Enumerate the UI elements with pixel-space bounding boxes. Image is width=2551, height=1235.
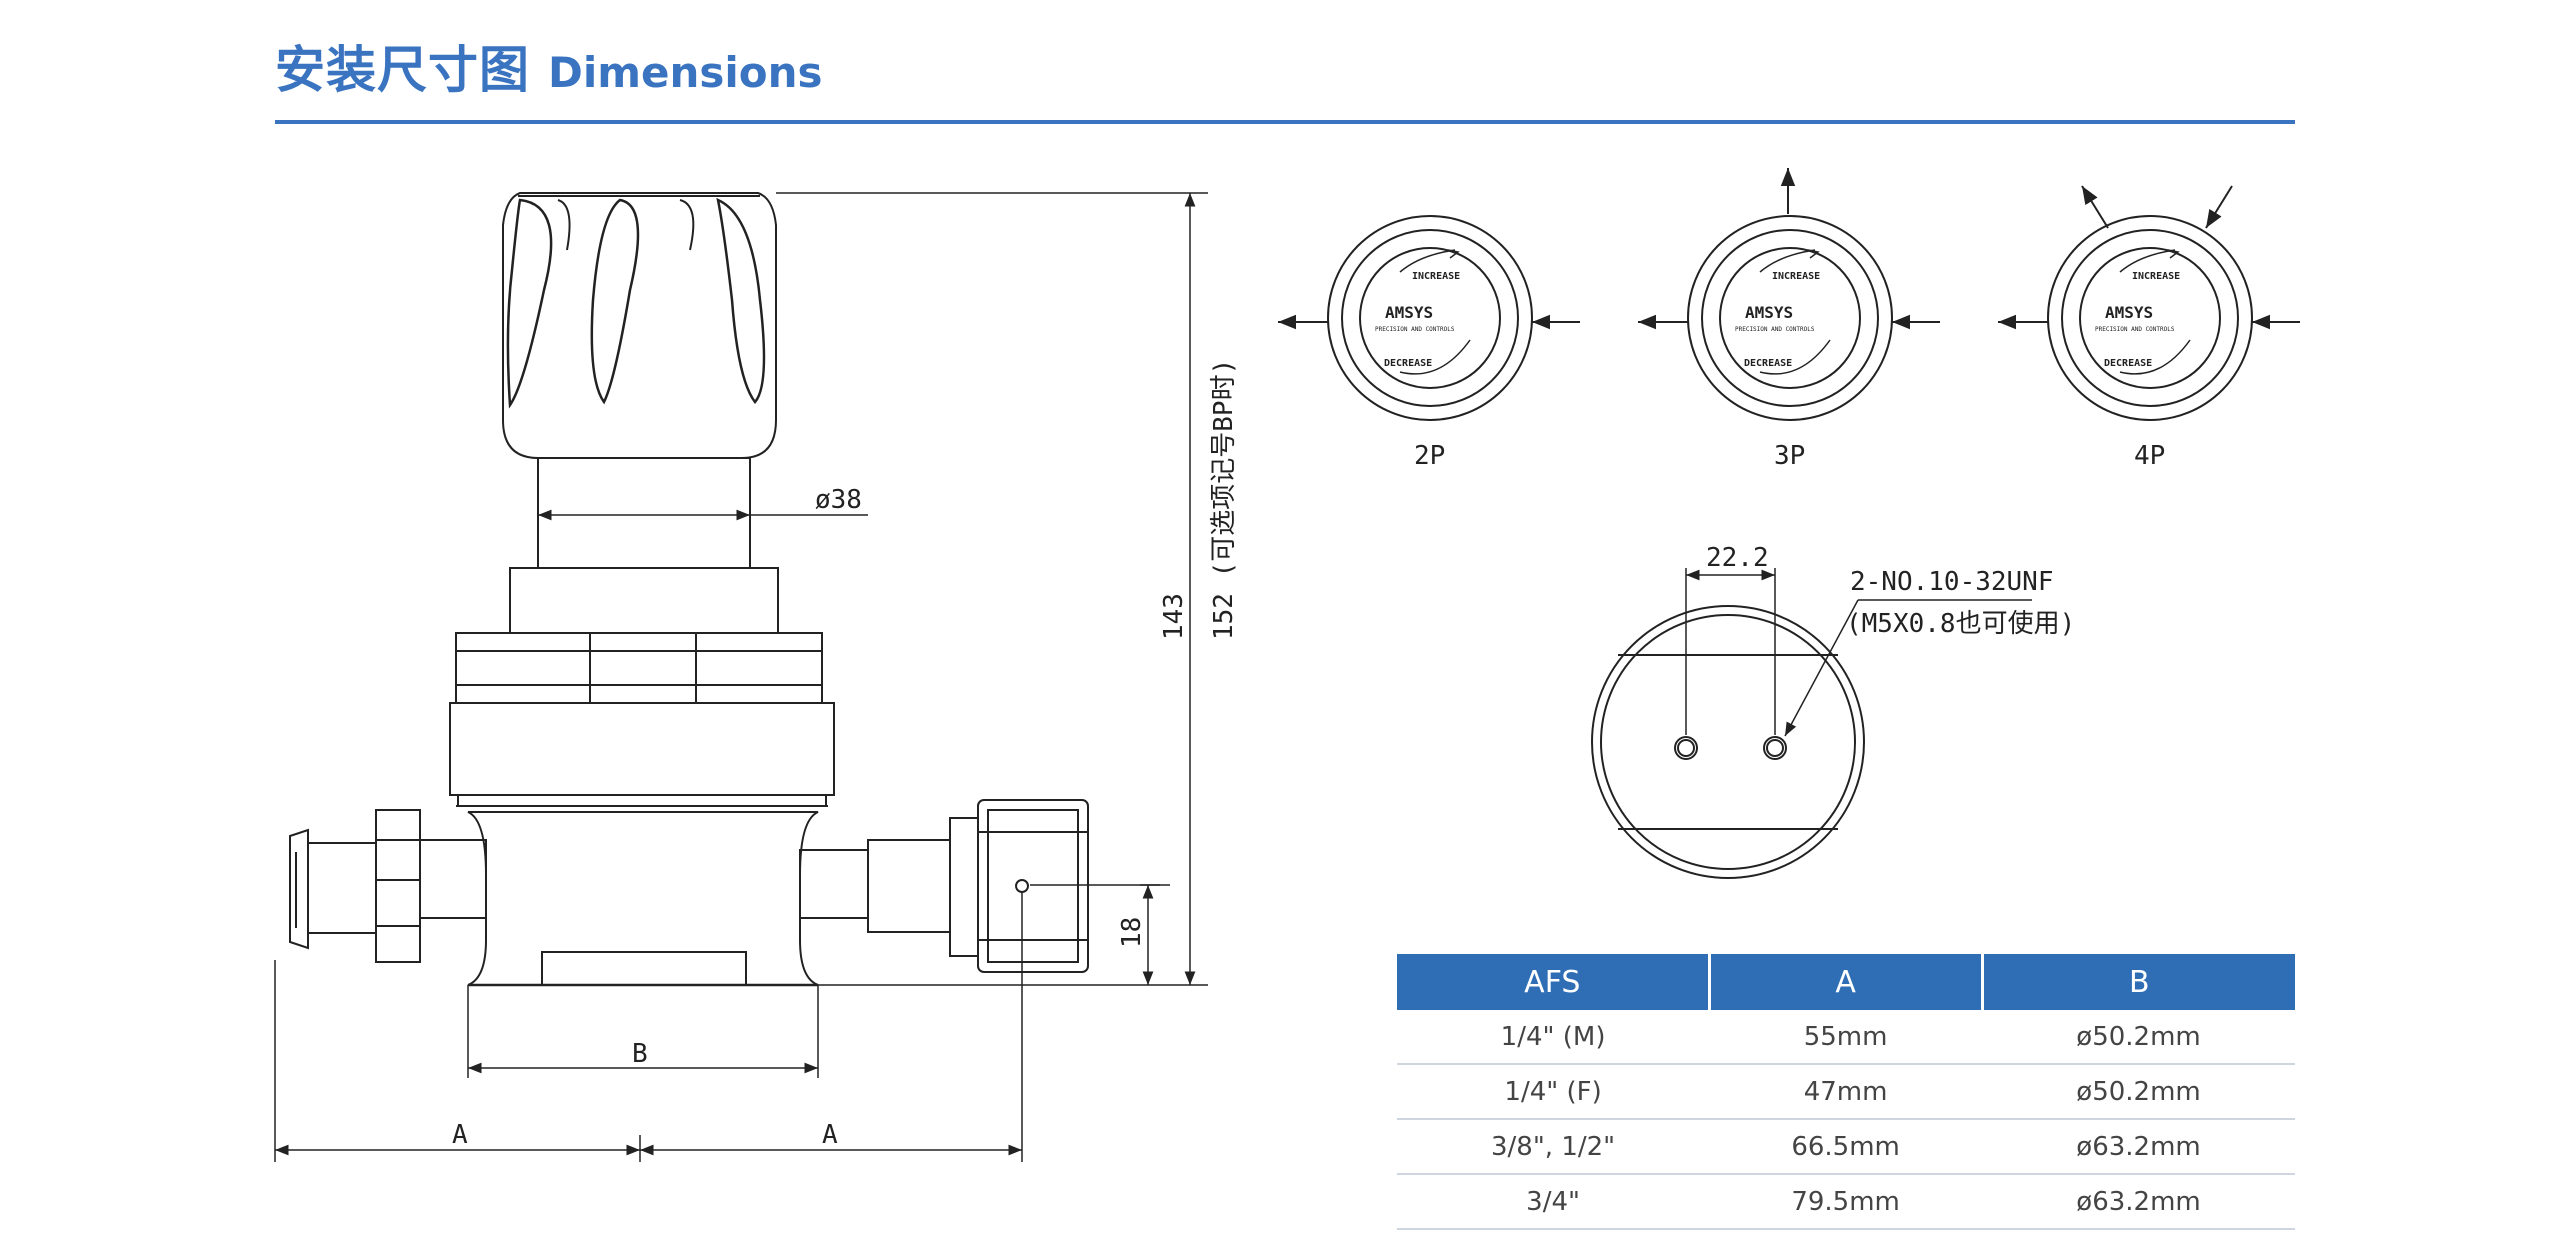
- page-title-en: Dimensions: [548, 48, 823, 97]
- knob-2p-increase: INCREASE: [1412, 271, 1460, 282]
- table-cell-b: ø50.2mm: [1982, 1064, 2295, 1120]
- knob-4p-brand: AMSYS: [2105, 303, 2153, 322]
- port-config-2p: [1278, 215, 1580, 421]
- knob-3p-brand: AMSYS: [1745, 303, 1793, 322]
- height-152-label: 152 (可选项记号BP时): [1209, 359, 1239, 640]
- page-header: 安装尺寸图 Dimensions: [275, 30, 2295, 102]
- port-label-3p: 3P: [1774, 441, 1805, 471]
- mount-thread-alt-label: (M5X0.8也可使用): [1846, 609, 2075, 639]
- table-cell-a: 47mm: [1709, 1064, 1983, 1120]
- knob-3p-decrease: DECREASE: [1744, 358, 1792, 369]
- side-view-dimensions: [274, 192, 1208, 1162]
- knob-3p-increase: INCREASE: [1772, 271, 1820, 282]
- table-cell-afs: 3/8", 1/2": [1397, 1119, 1710, 1175]
- regulator-side-view: [289, 192, 1089, 987]
- table-header-b: B: [1980, 954, 2295, 1010]
- dimension-a-right-label: A: [822, 1120, 838, 1150]
- table-header-afs: AFS: [1397, 954, 1710, 1010]
- port-config-3p: [1638, 168, 1940, 421]
- knob-4p-tagline: PRECISION AND CONTROLS: [2095, 326, 2175, 333]
- knob-3p-tagline: PRECISION AND CONTROLS: [1735, 326, 1815, 333]
- table-header-row: AFS A B: [1397, 954, 2295, 1010]
- header-divider: [275, 120, 2295, 124]
- table-cell-a: 55mm: [1709, 1010, 1983, 1065]
- table-row: 1/4" (F) 47mm ø50.2mm: [1397, 1064, 2295, 1120]
- knob-4p-decrease: DECREASE: [2104, 358, 2152, 369]
- dimension-a-left-label: A: [452, 1120, 468, 1150]
- table-row: 3/4" 79.5mm ø63.2mm: [1397, 1174, 2295, 1230]
- table-cell-b: ø63.2mm: [1982, 1174, 2295, 1230]
- port-config-4p: [1998, 185, 2300, 421]
- knob-2p-tagline: PRECISION AND CONTROLS: [1375, 326, 1455, 333]
- table-cell-a: 79.5mm: [1709, 1174, 1983, 1230]
- port-label-4p: 4P: [2134, 441, 2165, 471]
- dimension-b-label: B: [632, 1039, 648, 1069]
- dimension-table: AFS A B 1/4" (M) 55mm ø50.2mm 1/4" (F) 4…: [1397, 954, 2295, 1230]
- mount-thread-label: 2-NO.10-32UNF: [1850, 567, 2054, 597]
- height-143-label: 143: [1159, 593, 1189, 640]
- table-cell-afs: 3/4": [1397, 1174, 1710, 1230]
- table-cell-b: ø63.2mm: [1982, 1119, 2295, 1175]
- table-header-a: A: [1707, 954, 1983, 1010]
- table-cell-afs: 1/4" (M): [1397, 1010, 1710, 1065]
- table-row: 1/4" (M) 55mm ø50.2mm: [1397, 1010, 2295, 1065]
- knob-2p-decrease: DECREASE: [1384, 358, 1432, 369]
- knob-diameter-label: ø38: [815, 485, 862, 515]
- panel-mount-view: [1591, 568, 2032, 879]
- port-height-label: 18: [1117, 917, 1147, 948]
- table-cell-afs: 1/4" (F): [1397, 1064, 1710, 1120]
- table-cell-b: ø50.2mm: [1982, 1010, 2295, 1065]
- page-title-zh: 安装尺寸图: [275, 41, 530, 99]
- knob-4p-increase: INCREASE: [2132, 271, 2180, 282]
- port-label-2p: 2P: [1414, 441, 1445, 471]
- table-row: 3/8", 1/2" 66.5mm ø63.2mm: [1397, 1119, 2295, 1175]
- mount-spacing-label: 22.2: [1706, 543, 1769, 573]
- table-cell-a: 66.5mm: [1709, 1119, 1983, 1175]
- knob-2p-brand: AMSYS: [1385, 303, 1433, 322]
